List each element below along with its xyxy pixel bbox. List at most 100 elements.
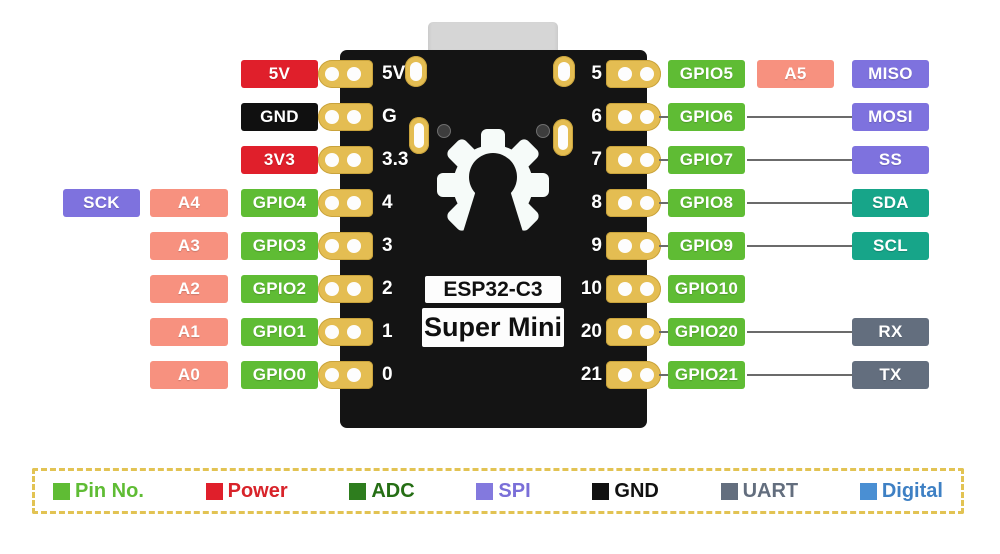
legend-item-uart: UART: [720, 479, 799, 503]
wire: [659, 116, 669, 118]
board-pin-number: 10: [580, 278, 602, 299]
bus-label-sda: SDA: [852, 189, 929, 217]
board-pin-name: 5V: [382, 63, 406, 84]
board-pin-number: 7: [591, 149, 602, 170]
adc-label-a1: A1: [150, 318, 228, 346]
board-pin-name: 1: [382, 321, 393, 342]
legend-item-spi: SPI: [476, 479, 531, 503]
bus-label-mosi: MOSI: [852, 103, 929, 131]
board-pin-name: G: [382, 106, 397, 127]
legend-item-pin-no: Pin No.: [53, 480, 144, 503]
solder-pad: [606, 189, 661, 217]
board-pin-name: 0: [382, 364, 393, 385]
pin-label-gpio10: GPIO10: [668, 275, 745, 303]
pin-label-gpio2: GPIO2: [241, 275, 318, 303]
legend-label: Pin No.: [75, 479, 144, 502]
adc-label-a2: A2: [150, 275, 228, 303]
wire: [659, 331, 669, 333]
board-pin-number: 8: [591, 192, 602, 213]
wire: [659, 159, 669, 161]
legend-swatch-uart-icon: [720, 482, 738, 500]
board-pin-number: 5: [591, 63, 602, 84]
board-title-line2: Super Mini: [422, 308, 564, 347]
wire: [747, 331, 852, 333]
wire: [747, 159, 852, 161]
pin-label-3v3: 3V3: [241, 146, 318, 174]
solder-pad: [318, 146, 373, 174]
pin-label-5v: 5V: [241, 60, 318, 88]
board-pin-number: 6: [591, 106, 602, 127]
legend-label: SPI: [498, 479, 531, 502]
legend-item-power: Power: [205, 479, 288, 503]
legend-label: UART: [742, 479, 799, 502]
legend-swatch-power-icon: [205, 482, 223, 500]
board-pin-name: 3.3: [382, 149, 409, 170]
solder-pad: [318, 103, 373, 131]
solder-pad: [318, 361, 373, 389]
oval-pad: [405, 56, 427, 87]
solder-pad: [318, 232, 373, 260]
adc-label-a0: A0: [150, 361, 228, 389]
bus-label-sck: SCK: [63, 189, 140, 217]
solder-pad: [606, 103, 661, 131]
legend-item-digital: Digital: [859, 479, 943, 503]
oval-pad: [553, 119, 573, 156]
adc-label-a3: A3: [150, 232, 228, 260]
legend-item-gnd: GND: [592, 480, 659, 503]
bus-label-ss: SS: [852, 146, 929, 174]
wire: [659, 374, 669, 376]
solder-pad: [318, 275, 373, 303]
bus-label-tx: TX: [852, 361, 929, 389]
legend-swatch-digital-icon: [859, 482, 877, 500]
bus-label-scl: SCL: [852, 232, 929, 260]
wire: [659, 245, 669, 247]
legend-swatch-adc-icon: [349, 482, 367, 500]
wire: [659, 202, 669, 204]
wire: [747, 374, 852, 376]
solder-pad: [606, 361, 661, 389]
pin-label-gpio9: GPIO9: [668, 232, 745, 260]
board-pin-number: 21: [580, 364, 602, 385]
solder-pad: [606, 60, 661, 88]
adc-label-a4: A4: [150, 189, 228, 217]
board-hole: [536, 124, 550, 138]
pin-label-gpio21: GPIO21: [668, 361, 745, 389]
legend-label: Digital: [881, 479, 943, 502]
pin-label-gpio6: GPIO6: [668, 103, 745, 131]
solder-pad: [606, 275, 661, 303]
bus-label-rx: RX: [852, 318, 929, 346]
legend-label: ADC: [371, 479, 415, 502]
wire: [747, 202, 852, 204]
board-hole: [437, 124, 451, 138]
solder-pad: [318, 60, 373, 88]
legend: Pin No. Power ADC SPI GND UART Digital: [32, 468, 964, 514]
legend-swatch-spi-icon: [476, 482, 494, 500]
oval-pad: [409, 117, 429, 154]
solder-pad: [318, 189, 373, 217]
pin-label-gpio5: GPIO5: [668, 60, 745, 88]
pin-label-gpio0: GPIO0: [241, 361, 318, 389]
pin-label-gpio4: GPIO4: [241, 189, 318, 217]
oval-pad: [553, 56, 575, 87]
legend-label: Power: [227, 479, 288, 502]
pin-label-gpio8: GPIO8: [668, 189, 745, 217]
adc-label-a5: A5: [757, 60, 834, 88]
pin-label-gpio3: GPIO3: [241, 232, 318, 260]
pin-label-gpio7: GPIO7: [668, 146, 745, 174]
pin-label-gpio1: GPIO1: [241, 318, 318, 346]
bus-label-miso: MISO: [852, 60, 929, 88]
pin-label-gnd: GND: [241, 103, 318, 131]
solder-pad: [606, 318, 661, 346]
legend-swatch-gnd-icon: [592, 482, 610, 500]
board-title-line1: ESP32-C3: [425, 276, 561, 303]
legend-swatch-pin-no-icon: [53, 482, 70, 500]
solder-pad: [606, 232, 661, 260]
gear-keyhole-icon: [437, 129, 549, 245]
solder-pad: [318, 318, 373, 346]
board-pin-name: 2: [382, 278, 393, 299]
board-pin-name: 3: [382, 235, 393, 256]
wire: [747, 245, 852, 247]
board-pin-name: 4: [382, 192, 393, 213]
pin-label-gpio20: GPIO20: [668, 318, 745, 346]
